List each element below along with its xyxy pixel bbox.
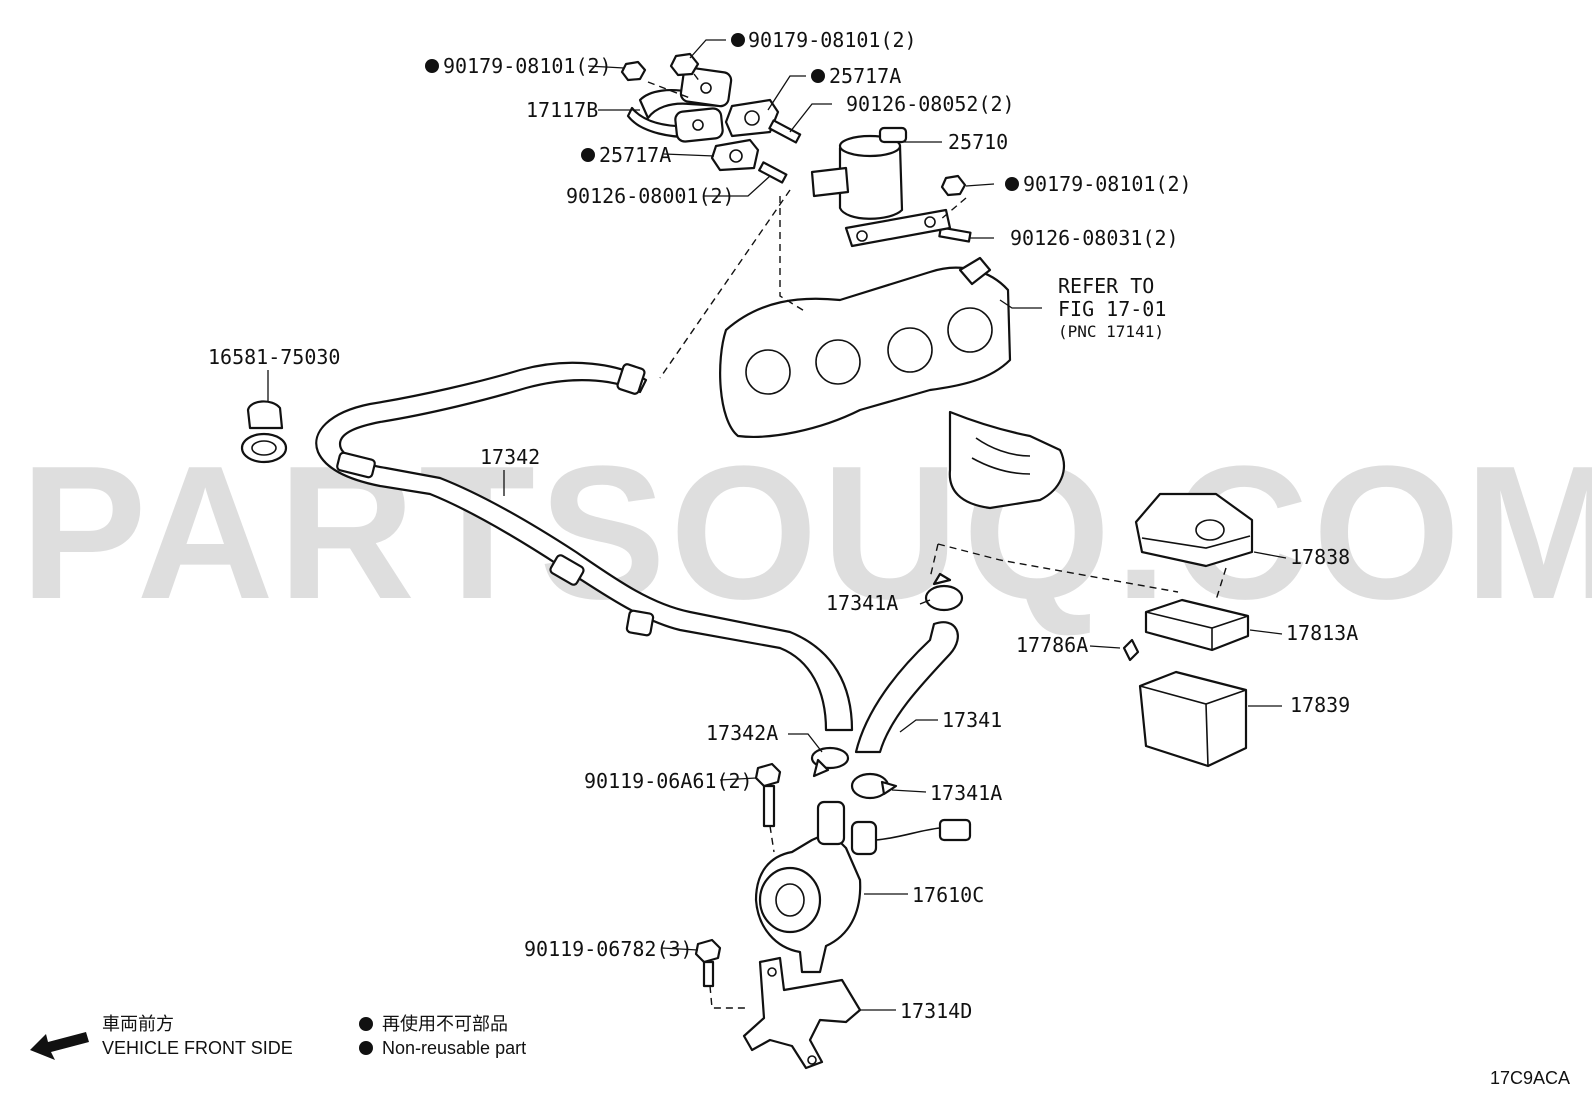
figure-code: 17C9ACA [1490,1068,1570,1088]
label-16581-75030[interactable]: 16581-75030 [208,345,340,369]
clamp-17341a-top[interactable] [924,572,964,612]
gasket-25717a-top[interactable] [724,98,780,138]
bracket-17314d[interactable] [742,956,862,1070]
legend-nonreuse-jp: 再使用不可部品 [382,1014,508,1034]
clamp-16581-75030[interactable] [240,400,288,464]
stud-90126-08031[interactable] [938,226,972,243]
air-hose-17341[interactable] [854,621,959,754]
filled-circle-icon [359,1041,373,1055]
label-17838[interactable]: 17838 [1290,545,1350,569]
legend-front-en: VEHICLE FRONT SIDE [102,1038,293,1058]
stud-90126-08001[interactable] [758,161,788,184]
nonreusable-marker-icon [731,33,745,47]
label-refer-pnc: (PNC 17141) [1058,322,1164,341]
nut-90179-left[interactable] [620,60,647,82]
label-17342a[interactable]: 17342A [706,721,778,745]
nut-90179-right[interactable] [940,174,967,197]
cover-17838[interactable] [1134,492,1254,568]
label-90119-06782[interactable]: 90119-06782(3) [524,937,693,961]
part-labels: 90179-08101(2) 90179-08101(2) 25717A 171… [208,28,1358,1023]
case-17839[interactable] [1138,670,1248,768]
clip-17786a[interactable] [1122,638,1140,662]
stud-90126-08052[interactable] [768,119,802,144]
label-90179-08101-left[interactable]: 90179-08101(2) [443,54,612,78]
label-17341a-top[interactable]: 17341A [826,591,898,615]
label-90126-08001[interactable]: 90126-08001(2) [566,184,735,208]
clamp-17342a[interactable] [810,746,850,778]
label-25717a-top[interactable]: 25717A [829,64,901,88]
nut-90179-top[interactable] [669,52,700,77]
air-hose-17342[interactable] [315,361,854,732]
nonreusable-marker-icon [581,148,595,162]
bolt-90119-06a61[interactable] [754,762,782,828]
label-17341[interactable]: 17341 [942,708,1002,732]
label-17117b[interactable]: 17117B [526,98,598,122]
filter-17813a[interactable] [1144,598,1250,652]
bolt-90119-06782[interactable] [694,938,722,988]
air-pump-17610c[interactable] [754,800,972,974]
legend-front-jp: 車両前方 [102,1014,174,1034]
label-17341a-bottom[interactable]: 17341A [930,781,1002,805]
air-switching-valve-25710[interactable] [810,126,952,248]
watermark-text: PARTSOUQ.COM [20,427,1592,639]
label-25717a-mid[interactable]: 25717A [599,143,671,167]
leader-lines [267,39,1287,1011]
arrow-left-icon [30,1032,89,1060]
exhaust-manifold[interactable] [719,256,1065,510]
label-17314d[interactable]: 17314D [900,999,972,1023]
assembly-lines [647,73,1227,1009]
label-17610c[interactable]: 17610C [912,883,984,907]
label-90179-08101-top[interactable]: 90179-08101(2) [748,28,917,52]
label-17786a[interactable]: 17786A [1016,633,1088,657]
legend-nonreuse-en: Non-reusable part [382,1038,526,1058]
label-90126-08052[interactable]: 90126-08052(2) [846,92,1015,116]
label-refer-to: REFER TO [1058,274,1154,298]
label-17813a[interactable]: 17813A [1286,621,1358,645]
clamp-17341a-bottom[interactable] [850,772,898,800]
label-17839[interactable]: 17839 [1290,693,1350,717]
label-90179-08101-right[interactable]: 90179-08101(2) [1023,172,1192,196]
filled-circle-icon [359,1017,373,1031]
nonreusable-marker-icon [811,69,825,83]
legend: 車両前方 VEHICLE FRONT SIDE 再使用不可部品 Non-reus… [30,1014,1570,1088]
label-25710[interactable]: 25710 [948,130,1008,154]
label-90126-08031[interactable]: 90126-08031(2) [1010,226,1179,250]
label-refer-fig[interactable]: FIG 17-01 [1058,297,1166,321]
nonreusable-marker-icon [1005,177,1019,191]
air-pipe-17117b[interactable] [626,66,733,143]
label-90119-06a61[interactable]: 90119-06A61(2) [584,769,753,793]
gasket-25717a-mid[interactable] [710,138,760,172]
nonreusable-marker-icon [425,59,439,73]
label-17342[interactable]: 17342 [480,445,540,469]
